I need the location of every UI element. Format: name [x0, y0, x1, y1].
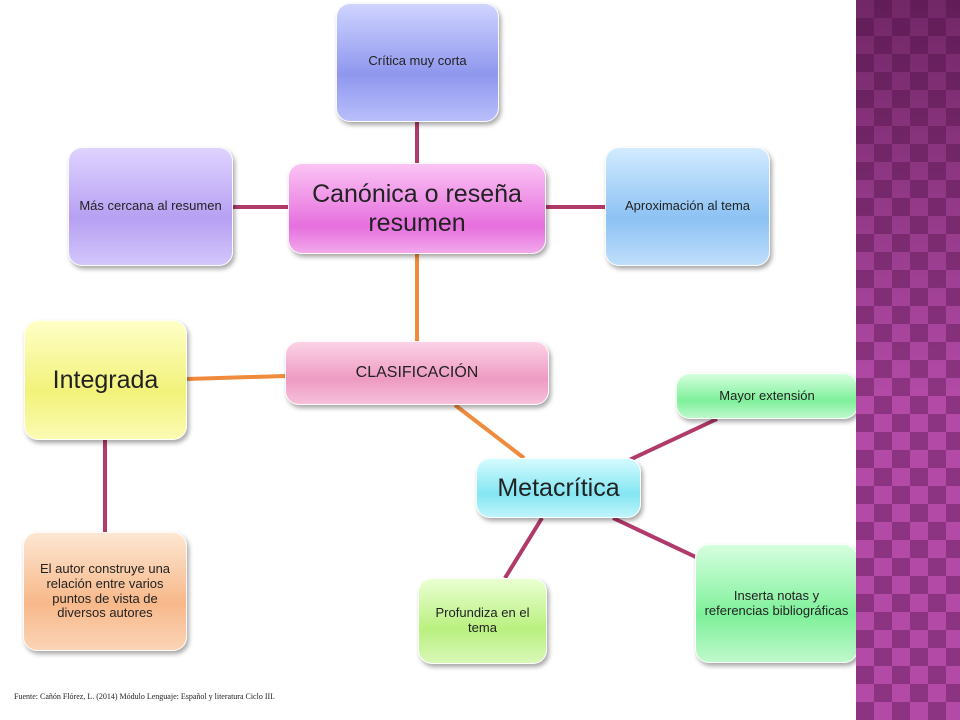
node-profundiza-en-el-tema: Profundiza en el tema — [418, 578, 547, 664]
connector-clasificacion-metacritica — [453, 403, 526, 460]
decorative-sidebar — [856, 0, 960, 720]
node-critica-muy-corta: Crítica muy corta — [336, 3, 499, 122]
node-label: Metacrítica — [497, 473, 620, 502]
node-inserta-notas: Inserta notas y referencias bibliográfic… — [695, 544, 858, 663]
node-metacritica: Metacrítica — [476, 458, 641, 518]
node-label: CLASIFICACIÓN — [355, 363, 479, 381]
node-mayor-extension: Mayor extensión — [676, 373, 858, 419]
node-autor-construye-relacion: El autor construye una relación entre va… — [23, 532, 187, 651]
connector-clasificacion-integrada — [186, 374, 286, 381]
node-label: Aproximación al tema — [625, 198, 750, 214]
node-label: Canónica o reseña resumen — [312, 179, 522, 237]
node-aproximacion-al-tema: Aproximación al tema — [605, 147, 770, 266]
node-label: Más cercana al resumen — [79, 198, 222, 214]
node-mas-cercana-al-resumen: Más cercana al resumen — [68, 147, 233, 266]
source-citation: Fuente: Cañón Flórez, L. (2014) Módulo L… — [14, 692, 275, 701]
node-canonica-resena-resumen: Canónica o reseña resumen — [288, 163, 546, 254]
connector-metacritica-mayor — [624, 417, 718, 464]
node-label: Crítica muy corta — [368, 53, 467, 68]
node-label: Integrada — [52, 365, 159, 394]
node-label: Profundiza en el tema — [435, 605, 530, 635]
node-label: El autor construye una relación entre va… — [39, 560, 171, 621]
node-integrada: Integrada — [24, 320, 187, 440]
connector-metacritica-profundiza — [503, 516, 544, 580]
node-clasificacion: CLASIFICACIÓN — [285, 341, 549, 405]
node-label: Mayor extensión — [719, 387, 815, 403]
node-label: Inserta notas y referencias bibliográfic… — [704, 587, 849, 618]
